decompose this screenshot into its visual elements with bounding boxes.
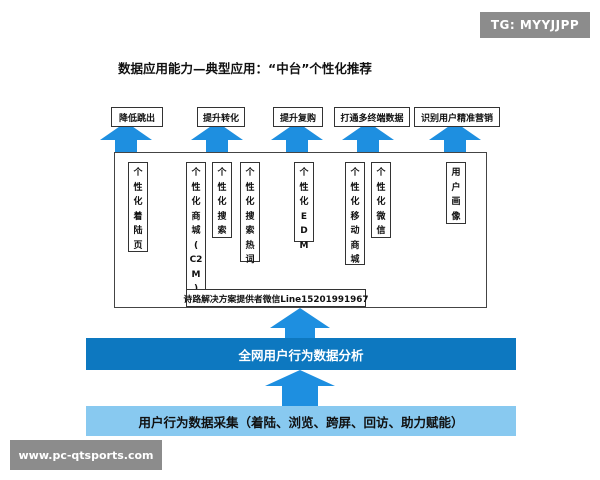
item-wechat: 个性化微信: [371, 162, 391, 238]
up-arrow-icon: [265, 370, 335, 406]
item-char: 陆: [133, 226, 143, 236]
item-char: 性: [376, 182, 386, 193]
item-char: E: [300, 211, 308, 222]
item-char: 化: [245, 197, 255, 207]
watermark-badge: TG: MYYJJPP: [480, 12, 590, 38]
up-arrow-icon: [100, 122, 152, 152]
item-char: 个: [299, 168, 309, 178]
item-char: 搜: [245, 211, 255, 222]
item-char: 性: [217, 182, 227, 193]
item-char: 化: [350, 197, 360, 207]
label-reduce-bounce: 降低跳出: [111, 107, 163, 127]
item-char: 化: [299, 197, 309, 207]
item-char: 城: [191, 226, 201, 236]
item-char: 户: [451, 182, 461, 193]
item-char: C2: [189, 255, 203, 265]
item-char: M: [299, 240, 309, 251]
item-char: 化: [376, 197, 386, 207]
item-char: 化: [191, 197, 201, 207]
item-char: 性: [133, 182, 143, 193]
item-char: 微: [376, 211, 386, 222]
label-improve-conversion: 提升转化: [197, 107, 245, 127]
item-char: 个: [133, 168, 143, 178]
item-char: 个: [217, 168, 227, 178]
item-char: 个: [245, 168, 255, 178]
label-improve-repurchase: 提升复购: [273, 107, 323, 127]
watermark-url: www.pc-qtsports.com: [10, 440, 162, 470]
item-char: 商: [191, 211, 201, 222]
item-char: 商: [350, 240, 360, 251]
item-search-hotwords: 个性化搜索热词: [240, 162, 260, 265]
up-arrow-icon: [191, 122, 243, 152]
item-char: 信: [376, 226, 386, 236]
up-arrow-icon: [270, 308, 330, 338]
up-arrow-icon: [271, 122, 323, 152]
item-char: 像: [451, 211, 461, 222]
item-search: 个性化搜索: [212, 162, 232, 238]
item-char: 搜: [217, 211, 227, 222]
item-char: D: [300, 226, 308, 236]
collection-bar: 用户行为数据采集（着陆、浏览、跨屏、回访、助力赋能）: [86, 406, 516, 436]
item-char: 画: [451, 197, 461, 207]
item-char: (: [193, 240, 199, 251]
item-char: 索: [217, 226, 227, 236]
item-char: 性: [245, 182, 255, 193]
label-multi-terminal: 打通多终端数据: [334, 107, 410, 127]
item-char: 移: [350, 211, 360, 222]
analysis-bar: 全网用户行为数据分析: [86, 338, 516, 370]
item-char: 着: [133, 211, 143, 222]
item-char: 动: [350, 226, 360, 236]
item-char: M: [191, 269, 201, 280]
item-char: 性: [350, 182, 360, 193]
item-char: 页: [133, 240, 143, 251]
item-char: 个: [191, 168, 201, 178]
item-char: 化: [217, 197, 227, 207]
item-char: 热: [245, 240, 255, 251]
item-char: 词: [245, 255, 255, 265]
up-arrow-icon: [429, 122, 481, 152]
item-char: 用: [451, 168, 461, 178]
label-precision-marketing: 识别用户精准营销: [414, 107, 500, 127]
item-char: 性: [191, 182, 201, 193]
item-char: 城: [350, 255, 360, 265]
item-landing-page: 个性化着陆页: [128, 162, 148, 252]
item-char: 化: [133, 197, 143, 207]
solution-label: 诗路解决方案提供者微信Line15201991967: [184, 289, 368, 307]
item-user-portrait: 用户画像: [446, 162, 466, 224]
item-char: 个: [350, 168, 360, 178]
item-mobile-mall: 个性化移动商城: [345, 162, 365, 265]
item-char: 索: [245, 226, 255, 236]
item-char: 性: [299, 182, 309, 193]
up-arrow-icon: [342, 122, 394, 152]
diagram-title: 数据应用能力—典型应用：“中台”个性化推荐: [118, 61, 372, 76]
item-char: 个: [376, 168, 386, 178]
